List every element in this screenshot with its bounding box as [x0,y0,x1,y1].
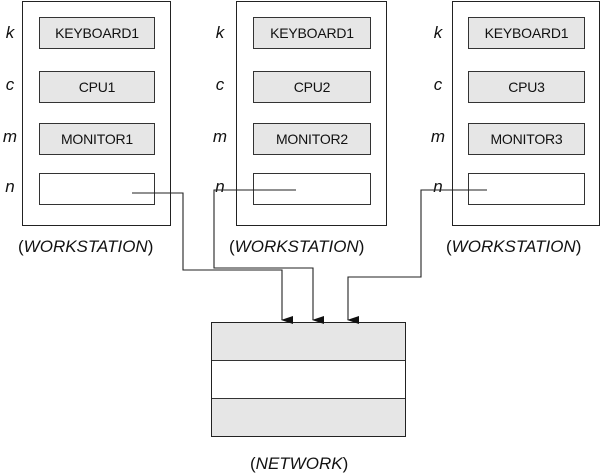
field-label-n-3: n [433,177,443,196]
field-label-c-2: c [215,75,225,94]
network-record [211,322,406,437]
slot-monitor: MONITOR2 [253,123,371,155]
network-caption: (NETWORK) [250,454,349,473]
field-label-n-2: n [215,177,225,196]
network-row-1 [212,323,405,361]
workstation-1-caption: (WORKSTATION) [18,237,154,256]
link-workstation-2-to-network [213,189,324,324]
workstation-2: KEYBOARD1 CPU2 MONITOR2 [236,1,387,226]
field-label-k-1: k [5,23,15,42]
field-label-k-2: k [215,23,225,42]
workstation-3-caption: (WORKSTATION) [446,237,582,256]
field-label-c-1: c [5,75,15,94]
slot-keyboard: KEYBOARD1 [39,17,155,49]
slot-cpu: CPU1 [39,71,155,103]
slot-cpu: CPU3 [468,71,585,103]
link-workstation-1-to-network [132,192,293,324]
slot-network-pointer [253,173,371,205]
field-label-m-2: m [212,127,228,146]
slot-monitor: MONITOR1 [39,123,155,155]
slot-keyboard: KEYBOARD1 [468,17,585,49]
slot-network-pointer [468,173,585,205]
slot-network-pointer [39,173,155,205]
network-row-2 [212,361,405,399]
workstation-1: KEYBOARD1 CPU1 MONITOR1 [22,1,171,226]
workstation-2-caption: (WORKSTATION) [229,237,365,256]
slot-keyboard: KEYBOARD1 [253,17,371,49]
link-workstation-3-to-network [347,189,487,324]
network-row-3 [212,399,405,436]
field-label-c-3: c [433,75,443,94]
workstation-3: KEYBOARD1 CPU3 MONITOR3 [452,1,600,226]
slot-cpu: CPU2 [253,71,371,103]
field-label-k-3: k [433,23,443,42]
field-label-n-1: n [5,177,15,196]
field-label-m-1: m [2,127,18,146]
field-label-m-3: m [430,127,446,146]
slot-monitor: MONITOR3 [468,123,585,155]
